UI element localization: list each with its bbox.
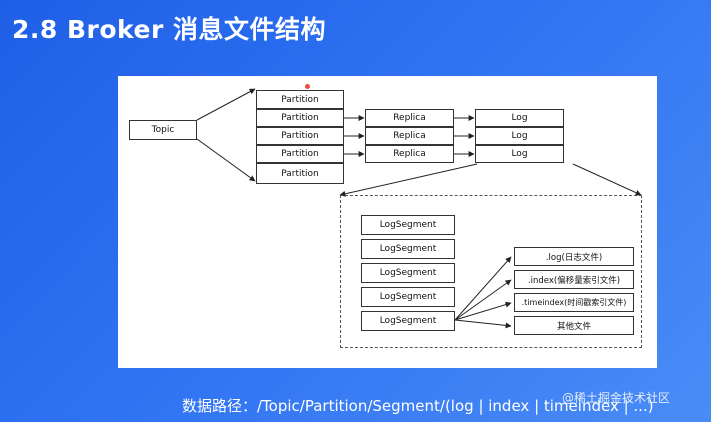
segment-container — [340, 195, 642, 348]
log-to-segments-left — [339, 163, 478, 197]
segment-to-timeindex-file — [454, 301, 512, 321]
watermark: @稀土掘金技术社区 — [562, 391, 671, 405]
connector-lines — [196, 88, 642, 329]
log-segment-box: LogSegment — [361, 215, 455, 235]
slide-title: 2.8 Broker 消息文件结构 — [12, 15, 326, 44]
log-segment-box: LogSegment — [361, 287, 455, 307]
log-segment-box: LogSegment — [361, 311, 455, 331]
segment-to-index-file — [454, 279, 512, 321]
partition-box: Partition — [256, 145, 344, 163]
topic-to-partition-top — [196, 88, 256, 121]
partition-box: Partition — [256, 109, 344, 127]
segment-to-log-file — [454, 256, 512, 321]
diagram-canvas: Topic Partition Partition Partition Part… — [118, 76, 657, 368]
pointer-dot — [305, 84, 310, 89]
segment-to-other-files — [454, 319, 512, 329]
log-segment-box: LogSegment — [361, 263, 455, 283]
topic-box: Topic — [129, 120, 197, 140]
data-path-caption: 数据路径：/Topic/Partition/Segment/(log | ind… — [182, 397, 654, 415]
replica-box: Replica — [365, 109, 454, 127]
log-segment-box: LogSegment — [361, 239, 455, 259]
topic-to-partition-bottom — [196, 138, 256, 182]
segment-file-box: 其他文件 — [514, 316, 634, 335]
partition-box: Partition — [256, 127, 344, 145]
log-box: Log — [475, 109, 564, 127]
log-box: Log — [475, 127, 564, 145]
replica-box: Replica — [365, 145, 454, 163]
segment-file-box: .log(日志文件) — [514, 247, 634, 266]
partition-box: Partition — [256, 90, 344, 109]
segment-file-box: .index(偏移量索引文件) — [514, 270, 634, 289]
segment-file-box: .timeindex(时间戳索引文件) — [514, 293, 634, 312]
log-to-segments-right — [572, 163, 642, 196]
partition-box: Partition — [256, 163, 344, 184]
replica-box: Replica — [365, 127, 454, 145]
log-box: Log — [475, 145, 564, 163]
